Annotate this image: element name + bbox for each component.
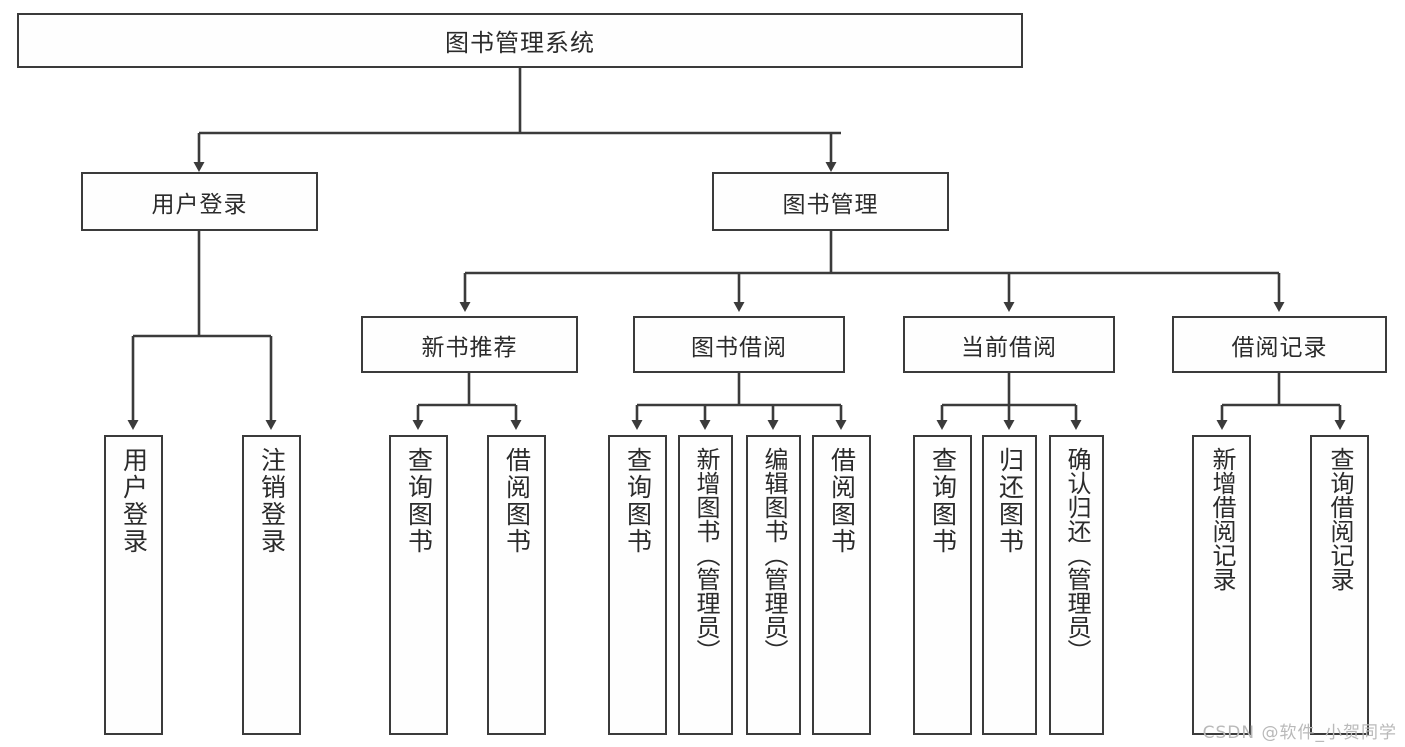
leaf-current-return-book[interactable]: 归还图书 xyxy=(982,435,1037,735)
node-borrow-record[interactable]: 借阅记录 xyxy=(1172,316,1387,373)
node-label: 新书推荐 xyxy=(421,334,518,361)
leaf-label: 新增图书（管理员） xyxy=(691,447,720,663)
leaf-label: 新增借阅记录 xyxy=(1207,447,1236,591)
leaf-record-add-record[interactable]: 新增借阅记录 xyxy=(1192,435,1251,735)
leaf-label: 借阅图书 xyxy=(827,447,857,555)
leaf-label: 编辑图书（管理员） xyxy=(759,447,788,663)
leaf-label: 借阅图书 xyxy=(502,447,532,555)
node-user-login[interactable]: 用户登录 xyxy=(81,172,318,231)
watermark: CSDN @软件_小贺同学 xyxy=(1202,723,1397,743)
node-book-borrow[interactable]: 图书借阅 xyxy=(633,316,845,373)
leaf-borrow-borrow-book[interactable]: 借阅图书 xyxy=(812,435,871,735)
leaf-recommend-borrow-book[interactable]: 借阅图书 xyxy=(487,435,546,735)
leaf-label: 用户登录 xyxy=(119,447,149,555)
leaf-borrow-query-book[interactable]: 查询图书 xyxy=(608,435,667,735)
leaf-borrow-edit-book-admin[interactable]: 编辑图书（管理员） xyxy=(746,435,801,735)
leaf-label: 确认归还（管理员） xyxy=(1062,447,1091,663)
leaf-label: 查询图书 xyxy=(928,447,958,555)
node-label: 图书管理 xyxy=(782,191,879,218)
leaf-user-login-login[interactable]: 用户登录 xyxy=(104,435,163,735)
leaf-label: 查询借阅记录 xyxy=(1325,447,1354,591)
node-label: 图书借阅 xyxy=(691,334,787,361)
node-book-management[interactable]: 图书管理 xyxy=(712,172,949,231)
node-current-borrow[interactable]: 当前借阅 xyxy=(903,316,1115,373)
node-label: 图书管理系统 xyxy=(445,29,595,57)
leaf-user-login-logout[interactable]: 注销登录 xyxy=(242,435,301,735)
node-label: 借阅记录 xyxy=(1231,334,1328,361)
leaf-label: 查询图书 xyxy=(404,447,434,555)
leaf-label: 归还图书 xyxy=(995,447,1025,555)
leaf-label: 查询图书 xyxy=(623,447,653,555)
leaf-current-query-book[interactable]: 查询图书 xyxy=(913,435,972,735)
node-new-book-recommend[interactable]: 新书推荐 xyxy=(361,316,578,373)
leaf-label: 注销登录 xyxy=(257,447,287,555)
node-label: 用户登录 xyxy=(151,191,248,218)
leaf-borrow-add-book-admin[interactable]: 新增图书（管理员） xyxy=(678,435,733,735)
leaf-current-confirm-return-admin[interactable]: 确认归还（管理员） xyxy=(1049,435,1104,735)
node-root-system[interactable]: 图书管理系统 xyxy=(17,13,1023,68)
node-label: 当前借阅 xyxy=(961,334,1057,361)
leaf-record-query-record[interactable]: 查询借阅记录 xyxy=(1310,435,1369,735)
leaf-recommend-query-book[interactable]: 查询图书 xyxy=(389,435,448,735)
